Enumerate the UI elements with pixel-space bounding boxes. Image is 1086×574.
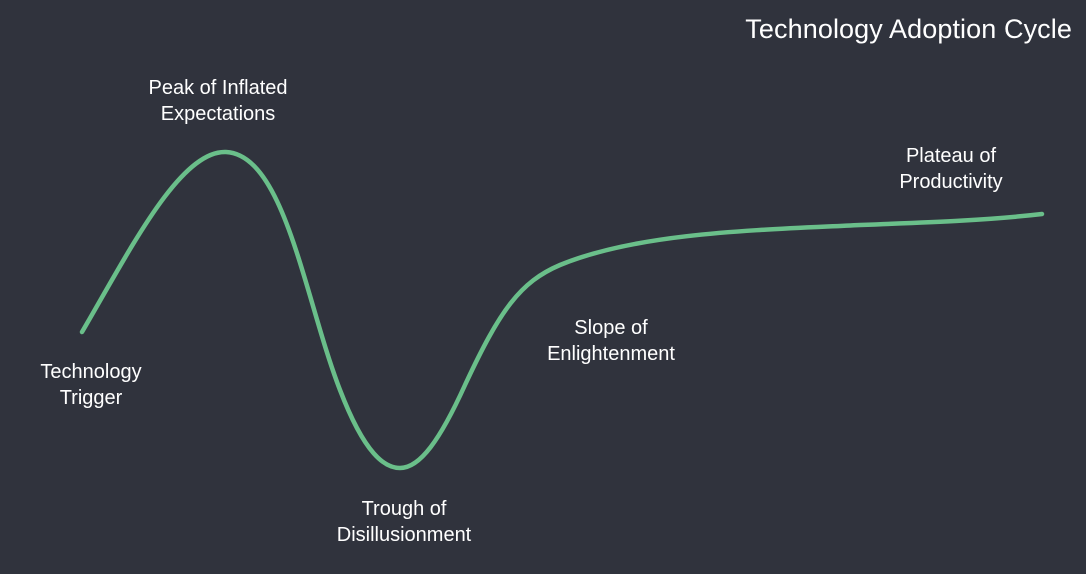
phase-label-line: Trough of bbox=[361, 498, 447, 520]
diagram-title: Technology Adoption Cycle bbox=[745, 14, 1072, 44]
phase-label-line: Peak of Inflated bbox=[148, 77, 288, 99]
adoption-curve bbox=[79, 149, 1045, 471]
phase-label-peak-of-inflated-expectations: Peak of Inflated Expectations bbox=[149, 75, 288, 127]
phase-label-line: Productivity bbox=[899, 171, 1003, 193]
phase-label-line: Trigger bbox=[59, 387, 123, 409]
phase-label-line: Slope of bbox=[574, 317, 648, 339]
phase-label-plateau-of-productivity: Plateau of Productivity bbox=[899, 143, 1002, 195]
phase-label-technology-trigger: Technology Trigger bbox=[40, 359, 141, 411]
phase-label-slope-of-enlightenment: Slope of Enlightenment bbox=[547, 315, 675, 367]
phase-label-line: Expectations bbox=[160, 103, 276, 125]
phase-label-line: Enlightenment bbox=[547, 343, 675, 365]
phase-label-line: Technology bbox=[40, 361, 142, 383]
phase-label-trough-of-disillusionment: Trough of Disillusionment bbox=[337, 496, 472, 548]
phase-label-line: Disillusionment bbox=[336, 524, 472, 546]
phase-label-line: Plateau of bbox=[905, 145, 997, 167]
